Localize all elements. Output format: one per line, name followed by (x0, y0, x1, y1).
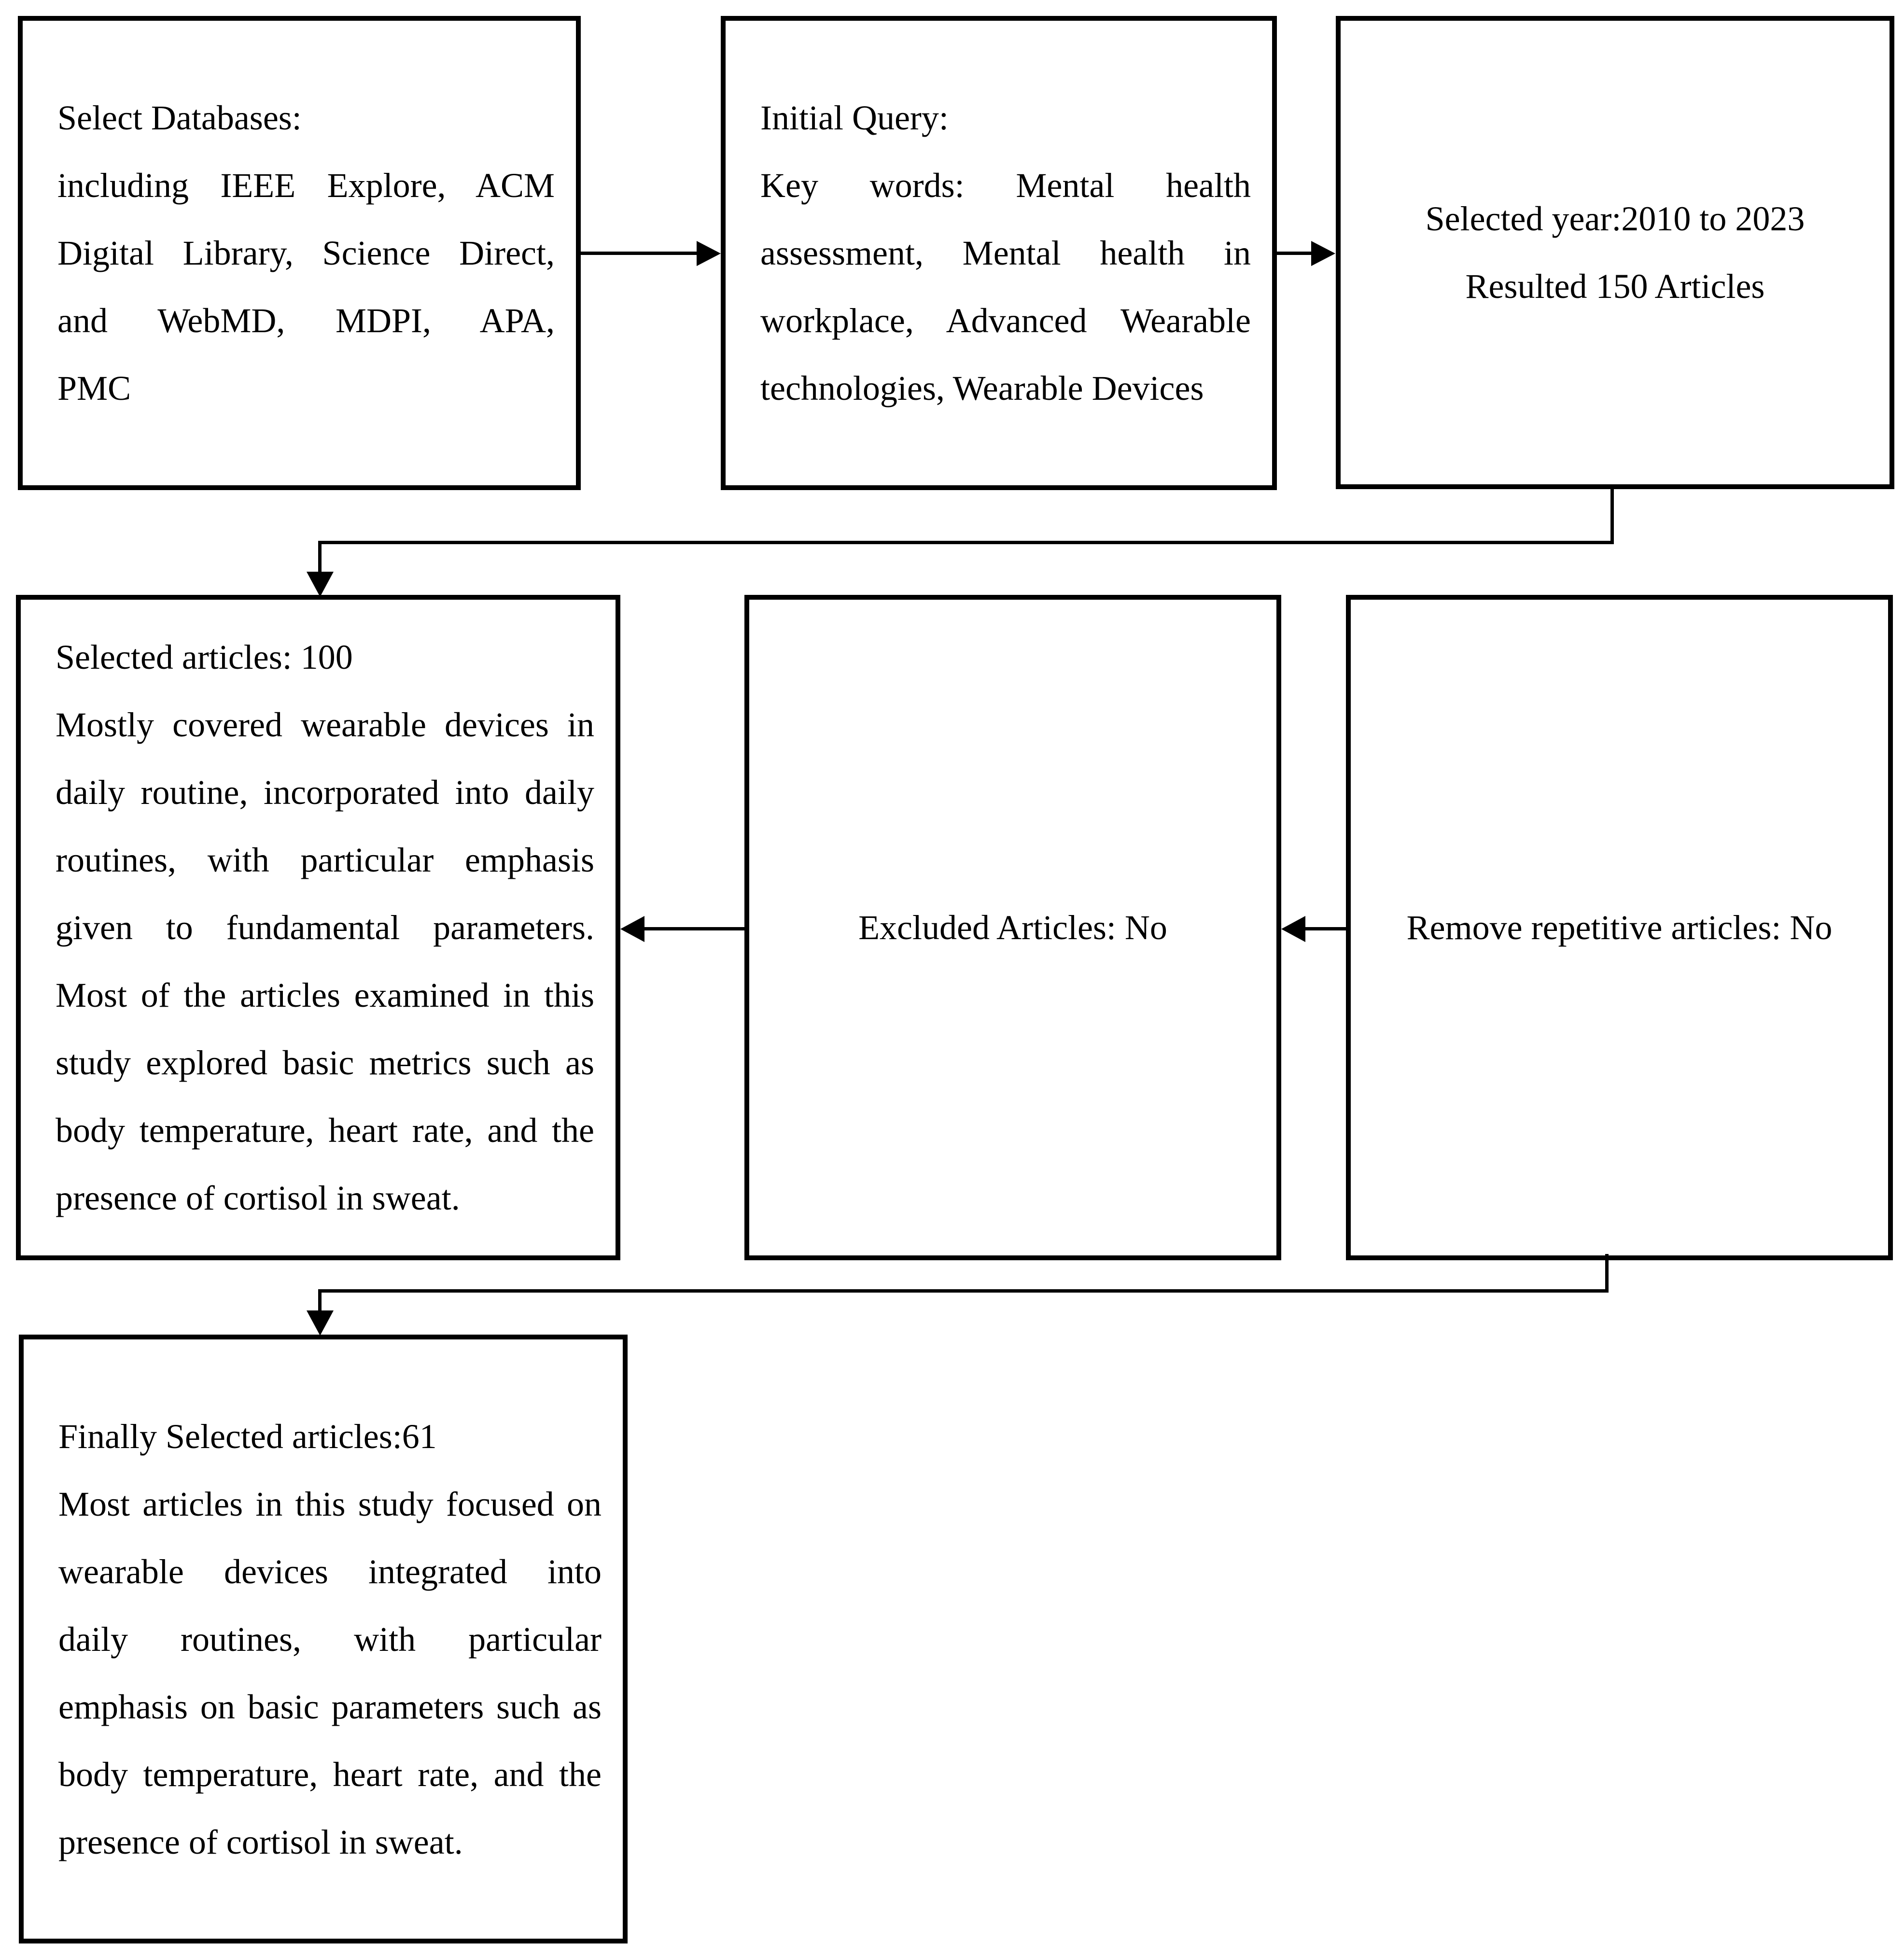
text-line: Selected year:2010 to 2023 (1425, 199, 1805, 238)
text-line: including IEEE Explore, ACM (57, 166, 555, 205)
text-line: Select Databases: (57, 99, 302, 137)
box-select-databases: Select Databases: including IEEE Explore… (18, 16, 581, 490)
text-line: daily routines, with particular (58, 1619, 602, 1659)
connector-repetitive-final-drop (318, 1289, 322, 1312)
box-excluded-articles: Excluded Articles: No (744, 595, 1281, 1260)
connector-repetitive-final-vline (1605, 1254, 1609, 1293)
text-line: workplace, Advanced Wearable (760, 301, 1251, 340)
arrowhead-down-icon (307, 572, 334, 597)
text-line: Resulted 150 Articles (1465, 267, 1765, 306)
connector-query-year-line (1274, 252, 1313, 255)
arrowhead-right-icon (697, 241, 721, 266)
text-line: Excluded Articles: No (858, 908, 1167, 947)
connector-year-articles-hline (318, 541, 1614, 544)
connector-repetitive-final-hline (318, 1289, 1609, 1293)
text-line: assessment, Mental health in (760, 234, 1251, 272)
text-line: PMC (57, 369, 131, 408)
box-initial-query: Initial Query: Key words: Mental health … (721, 16, 1277, 490)
text-line: Selected articles: 100 (56, 638, 353, 676)
box-finally-selected: Finally Selected articles:61 Most articl… (19, 1335, 628, 1943)
text-line: given to fundamental parameters. (56, 908, 594, 947)
box-remove-repetitive: Remove repetitive articles: No (1346, 595, 1893, 1260)
text-line: Mostly covered wearable devices in (56, 705, 594, 744)
text-line: routines, with particular emphasis (56, 841, 594, 879)
text-line: technologies, Wearable Devices (760, 369, 1204, 408)
connector-excluded-selected-line (642, 927, 746, 930)
text-line: presence of cortisol in sweat. (58, 1822, 463, 1861)
text-line: and WebMD, MDPI, APA, (57, 301, 555, 340)
text-line: emphasis on basic parameters such as (58, 1687, 602, 1726)
text-line: Remove repetitive articles: No (1406, 908, 1833, 947)
connector-year-articles-vline (1610, 487, 1614, 544)
text-line: study explored basic metrics such as (56, 1043, 594, 1082)
connector-repetitive-excluded-line (1302, 927, 1348, 930)
box-selected-year: Selected year:2010 to 2023 Resulted 150 … (1336, 16, 1894, 489)
text-line: body temperature, heart rate, and the (58, 1755, 602, 1794)
arrowhead-left-icon (620, 916, 644, 942)
connector-databases-query-line (578, 252, 699, 255)
arrowhead-left-icon (1281, 916, 1305, 942)
arrowhead-right-icon (1311, 241, 1335, 266)
text-line: Most articles in this study focused on (58, 1484, 602, 1523)
text-line: wearable devices integrated into (58, 1552, 602, 1591)
text-line: daily routine, incorporated into daily (56, 773, 594, 812)
text-line: presence of cortisol in sweat. (56, 1179, 460, 1217)
text-line: Initial Query: (760, 99, 949, 137)
box-selected-articles: Selected articles: 100 Mostly covered we… (16, 595, 620, 1260)
text-line: Finally Selected articles:61 (58, 1417, 437, 1456)
text-line: Most of the articles examined in this (56, 976, 594, 1014)
text-line: Key words: Mental health (760, 166, 1251, 205)
text-line: Digital Library, Science Direct, (57, 234, 555, 272)
text-line: body temperature, heart rate, and the (56, 1111, 594, 1150)
arrowhead-down-icon (307, 1310, 334, 1336)
connector-year-articles-drop (318, 541, 322, 575)
